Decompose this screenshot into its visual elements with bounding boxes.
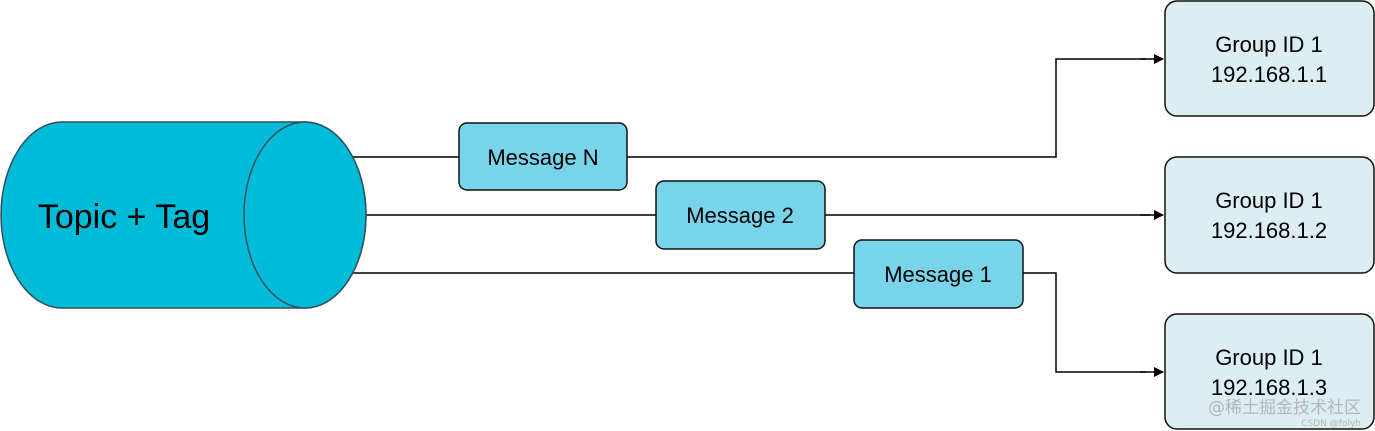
group-2-ip: 192.168.1.2	[1211, 218, 1327, 243]
message-n-label: Message N	[487, 145, 598, 170]
connector-message-n-to-group-1	[352, 58, 1146, 158]
message-2-box: Message 2	[655, 180, 826, 250]
message-1-box: Message 1	[853, 239, 1024, 309]
topic-cylinder: Topic + Tag	[0, 121, 367, 309]
message-1-label: Message 1	[884, 262, 992, 287]
connector-message-1-to-group-3	[352, 272, 1146, 373]
group-1-ip: 192.168.1.1	[1211, 62, 1327, 87]
group-3-ip: 192.168.1.3	[1211, 375, 1327, 400]
topic-label: Topic + Tag	[38, 198, 210, 236]
group-1-name: Group ID 1	[1215, 32, 1323, 57]
group-2-name: Group ID 1	[1215, 188, 1323, 213]
message-n-box: Message N	[458, 122, 628, 191]
group-box-2: Group ID 1 192.168.1.2	[1164, 156, 1375, 274]
watermark-main: @稀土掘金技术社区	[1208, 398, 1361, 418]
group-box-1: Group ID 1 192.168.1.1	[1164, 0, 1375, 117]
message-2-label: Message 2	[686, 203, 794, 228]
watermark: @稀土掘金技术社区 CSDN @folyh	[1208, 398, 1361, 429]
group-3-name: Group ID 1	[1215, 345, 1323, 370]
watermark-sub: CSDN @folyh	[1301, 419, 1361, 429]
cylinder-end-cap	[243, 121, 367, 309]
group-box-3: Group ID 1 192.168.1.3	[1164, 313, 1375, 430]
